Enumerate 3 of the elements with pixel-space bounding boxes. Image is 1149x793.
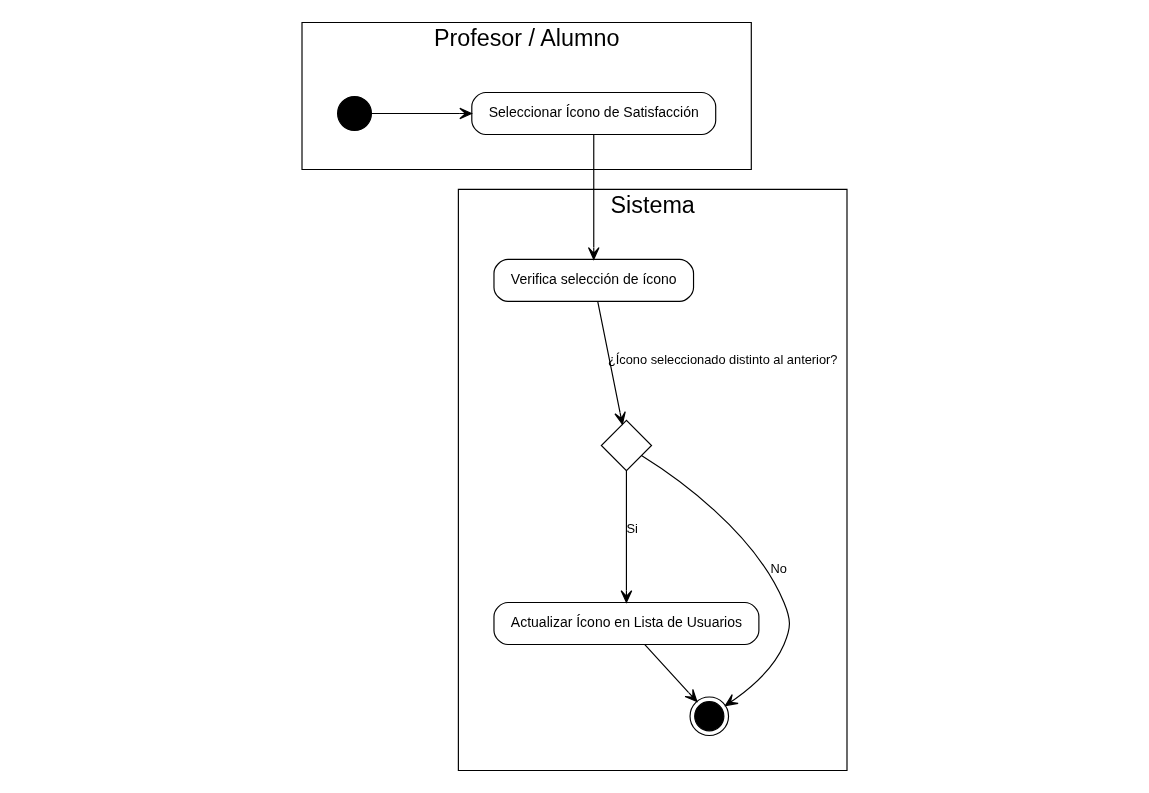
- edge-label: ¿Ícono seleccionado distinto al anterior?: [607, 352, 838, 368]
- edge-label: No: [770, 561, 787, 577]
- edge-label: Si: [626, 521, 638, 537]
